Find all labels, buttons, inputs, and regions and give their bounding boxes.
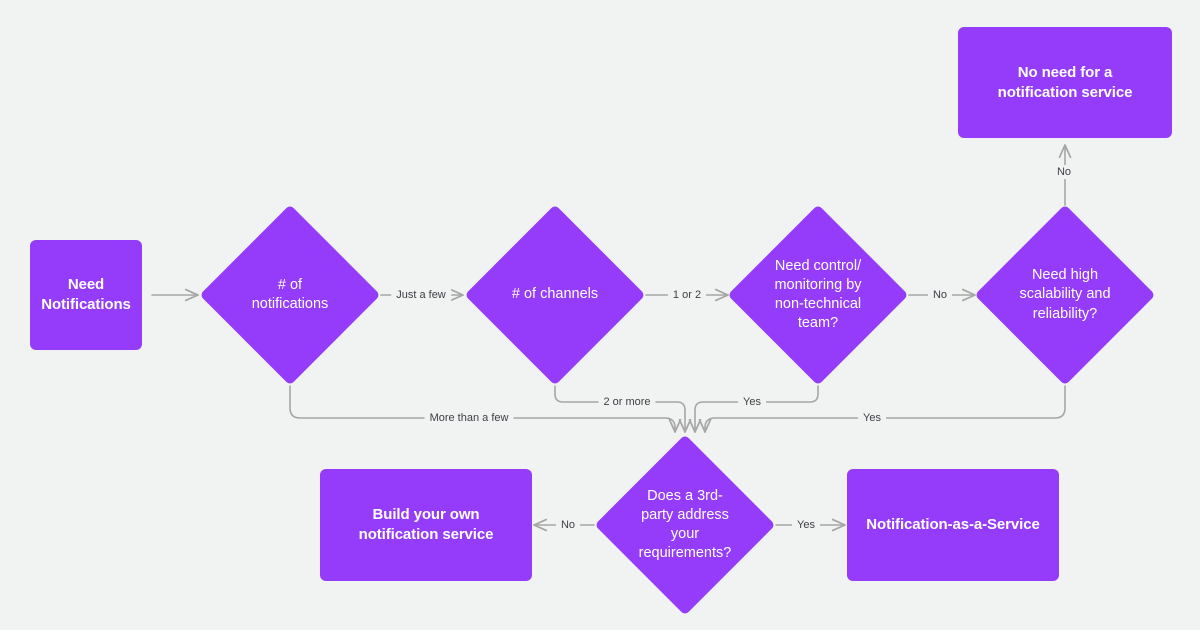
- node-label: # of channels: [511, 286, 599, 303]
- node-num-channels[interactable]: # of channels: [464, 204, 646, 386]
- edge-scalability-yes: [705, 385, 1066, 432]
- node-label: Notification-as-a-Service: [866, 516, 1040, 534]
- node-label: Build your own notification service: [358, 506, 494, 543]
- edge-channels-2ormore: [554, 385, 685, 432]
- node-naas[interactable]: Notification-as-a-Service: [847, 469, 1059, 581]
- node-third-party[interactable]: Does a 3rd- party address your requireme…: [594, 434, 776, 616]
- node-label: Need control/ monitoring by non-technica…: [774, 257, 862, 332]
- node-need-control[interactable]: Need control/ monitoring by non-technica…: [727, 204, 909, 386]
- edge-label-two-or-more: 2 or more: [598, 395, 656, 409]
- edge-numnotif-morethanafew: [289, 385, 675, 432]
- edge-label-more-than-a-few: More than a few: [424, 411, 514, 425]
- node-label: No need for a notification service: [997, 63, 1133, 101]
- node-label: Does a 3rd- party address your requireme…: [638, 487, 732, 562]
- node-need-notifications[interactable]: Need Notifications: [30, 240, 142, 350]
- edge-label-one-or-two: 1 or 2: [667, 288, 707, 302]
- node-label: # of notifications: [251, 276, 329, 312]
- edge-label-third-party-yes: Yes: [792, 518, 820, 532]
- node-no-need[interactable]: No need for a notification service: [958, 27, 1172, 138]
- edge-label-control-yes: Yes: [738, 395, 766, 409]
- edge-label-third-party-no: No: [555, 518, 581, 532]
- edge-label-control-no: No: [927, 288, 953, 302]
- edge-label-scalability-yes: Yes: [858, 411, 886, 425]
- node-num-notifications[interactable]: # of notifications: [199, 204, 381, 386]
- edge-label-just-a-few: Just a few: [391, 288, 451, 302]
- node-build-own[interactable]: Build your own notification service: [320, 469, 532, 581]
- edge-control-yes: [695, 385, 819, 432]
- node-label: Need high scalability and reliability?: [1019, 267, 1111, 322]
- node-need-scalability[interactable]: Need high scalability and reliability?: [974, 204, 1156, 386]
- edge-label-scalability-no: No: [1051, 165, 1077, 179]
- node-label: Need Notifications: [41, 276, 131, 313]
